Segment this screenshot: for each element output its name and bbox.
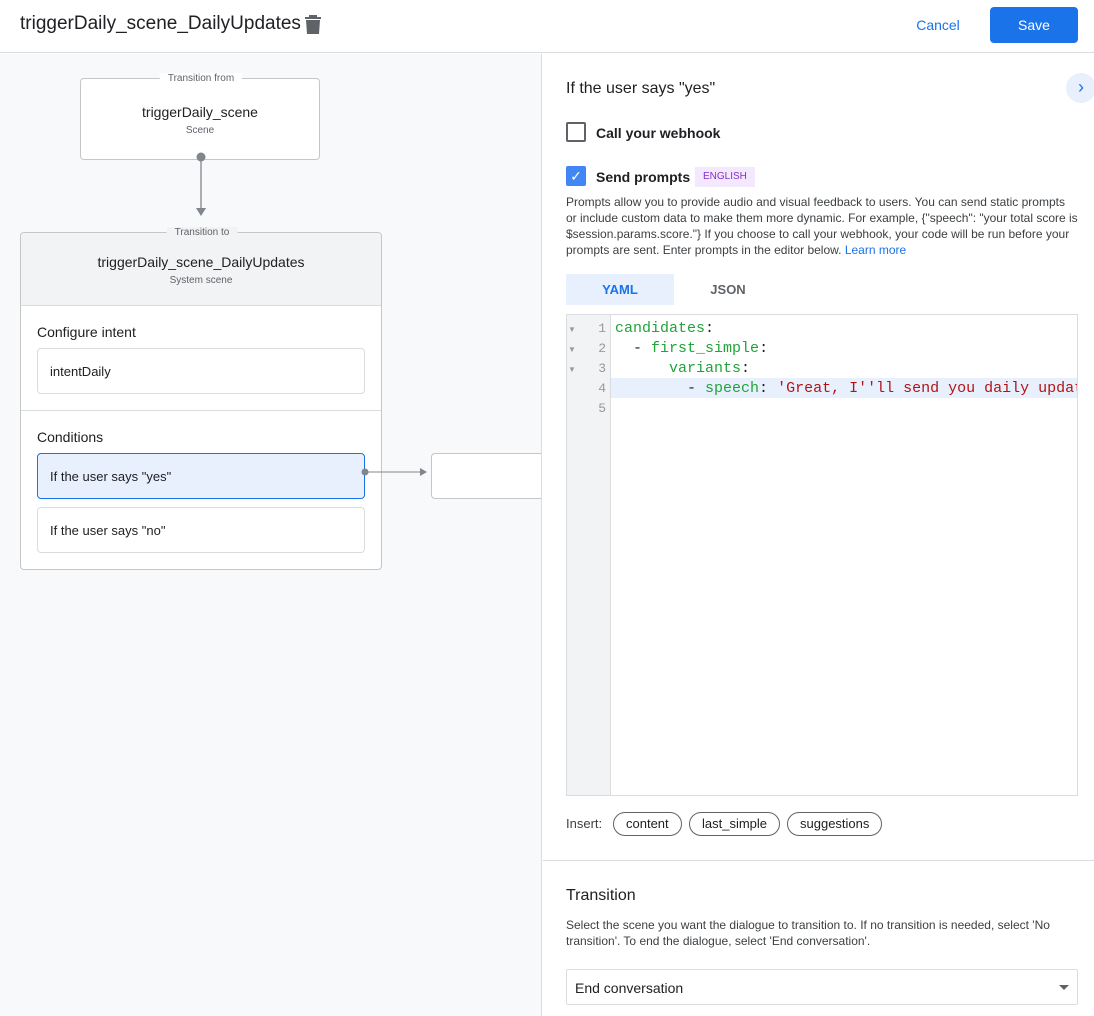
insert-chip-content[interactable]: content — [613, 812, 682, 836]
code-line-2: - first_simple: — [633, 340, 769, 357]
prompts-label: Send prompts — [596, 169, 691, 185]
line-number: 2 — [598, 341, 606, 356]
to-scene-name: triggerDaily_scene_DailyUpdates — [97, 254, 305, 270]
transition-from-node[interactable]: Transition from triggerDaily_scene Scene — [80, 73, 320, 160]
from-scene-name: triggerDaily_scene — [142, 104, 258, 120]
trash-icon[interactable] — [304, 14, 322, 34]
target-scene-node[interactable] — [431, 453, 541, 499]
dropdown-arrow-icon — [1059, 985, 1069, 990]
webhook-checkbox[interactable] — [566, 122, 586, 142]
description-text: Prompts allow you to provide audio and v… — [566, 195, 1078, 257]
configure-intent-label: Configure intent — [37, 324, 136, 340]
chevron-right-icon[interactable]: › — [1066, 73, 1094, 103]
transition-arrow — [196, 152, 206, 216]
learn-more-link[interactable]: Learn more — [844, 243, 907, 257]
transition-select[interactable]: End conversation — [566, 969, 1078, 1005]
transition-heading: Transition — [566, 887, 636, 904]
page-title: triggerDaily_scene_DailyUpdates — [20, 13, 301, 34]
transition-description: Select the scene you want the dialogue t… — [566, 918, 1050, 948]
conditions-label: Conditions — [37, 429, 104, 445]
transition-to-node: Transition to triggerDaily_scene_DailyUp… — [20, 227, 382, 570]
code-line-3: variants: — [669, 360, 751, 377]
code-editor[interactable] — [566, 314, 1078, 796]
line-number: 1 — [598, 321, 606, 336]
panel-heading: If the user says "yes" — [566, 80, 716, 97]
tab-json[interactable]: JSON — [710, 282, 746, 297]
prompts-description: Prompts allow you to provide audio and v… — [566, 194, 1078, 258]
line-number: 5 — [598, 401, 606, 416]
insert-chip-last-simple[interactable]: last_simple — [689, 812, 781, 836]
line-number: 3 — [598, 361, 606, 376]
webhook-label: Call your webhook — [596, 125, 721, 141]
line-number: 4 — [598, 381, 606, 396]
fold-icon[interactable]: ▼ — [568, 365, 576, 374]
cancel-button[interactable]: Cancel — [902, 8, 974, 42]
condition-arrow — [361, 468, 427, 476]
scene-canvas: Transition from triggerDaily_scene Scene… — [0, 54, 542, 1016]
code-line-1: candidates: — [615, 320, 715, 337]
fold-icon[interactable]: ▼ — [568, 325, 576, 334]
prompts-checkbox[interactable]: ✓ — [566, 166, 586, 186]
condition-no[interactable]: If the user says "no" — [37, 507, 365, 553]
fold-icon[interactable]: ▼ — [568, 345, 576, 354]
selected-value: End conversation — [575, 980, 684, 996]
code-line-4: - speech: 'Great, I''ll send you daily u… — [687, 380, 1077, 397]
intent-item[interactable]: intentDaily — [37, 348, 365, 394]
top-bar: triggerDaily_scene_DailyUpdates Cancel S… — [0, 0, 1094, 53]
from-scene-type: Scene — [185, 125, 215, 136]
divider — [543, 860, 1094, 861]
tab-yaml[interactable]: YAML — [566, 274, 674, 305]
insert-label: Insert: — [566, 816, 603, 831]
to-scene-type: System scene — [169, 275, 233, 286]
condition-yes[interactable]: If the user says "yes" — [37, 453, 365, 499]
language-badge: ENGLISH — [695, 167, 755, 187]
save-button[interactable]: Save — [990, 7, 1078, 43]
transition-from-legend: Transition from — [159, 73, 243, 84]
insert-chip-suggestions[interactable]: suggestions — [787, 812, 883, 836]
transition-to-legend: Transition to — [166, 227, 238, 238]
